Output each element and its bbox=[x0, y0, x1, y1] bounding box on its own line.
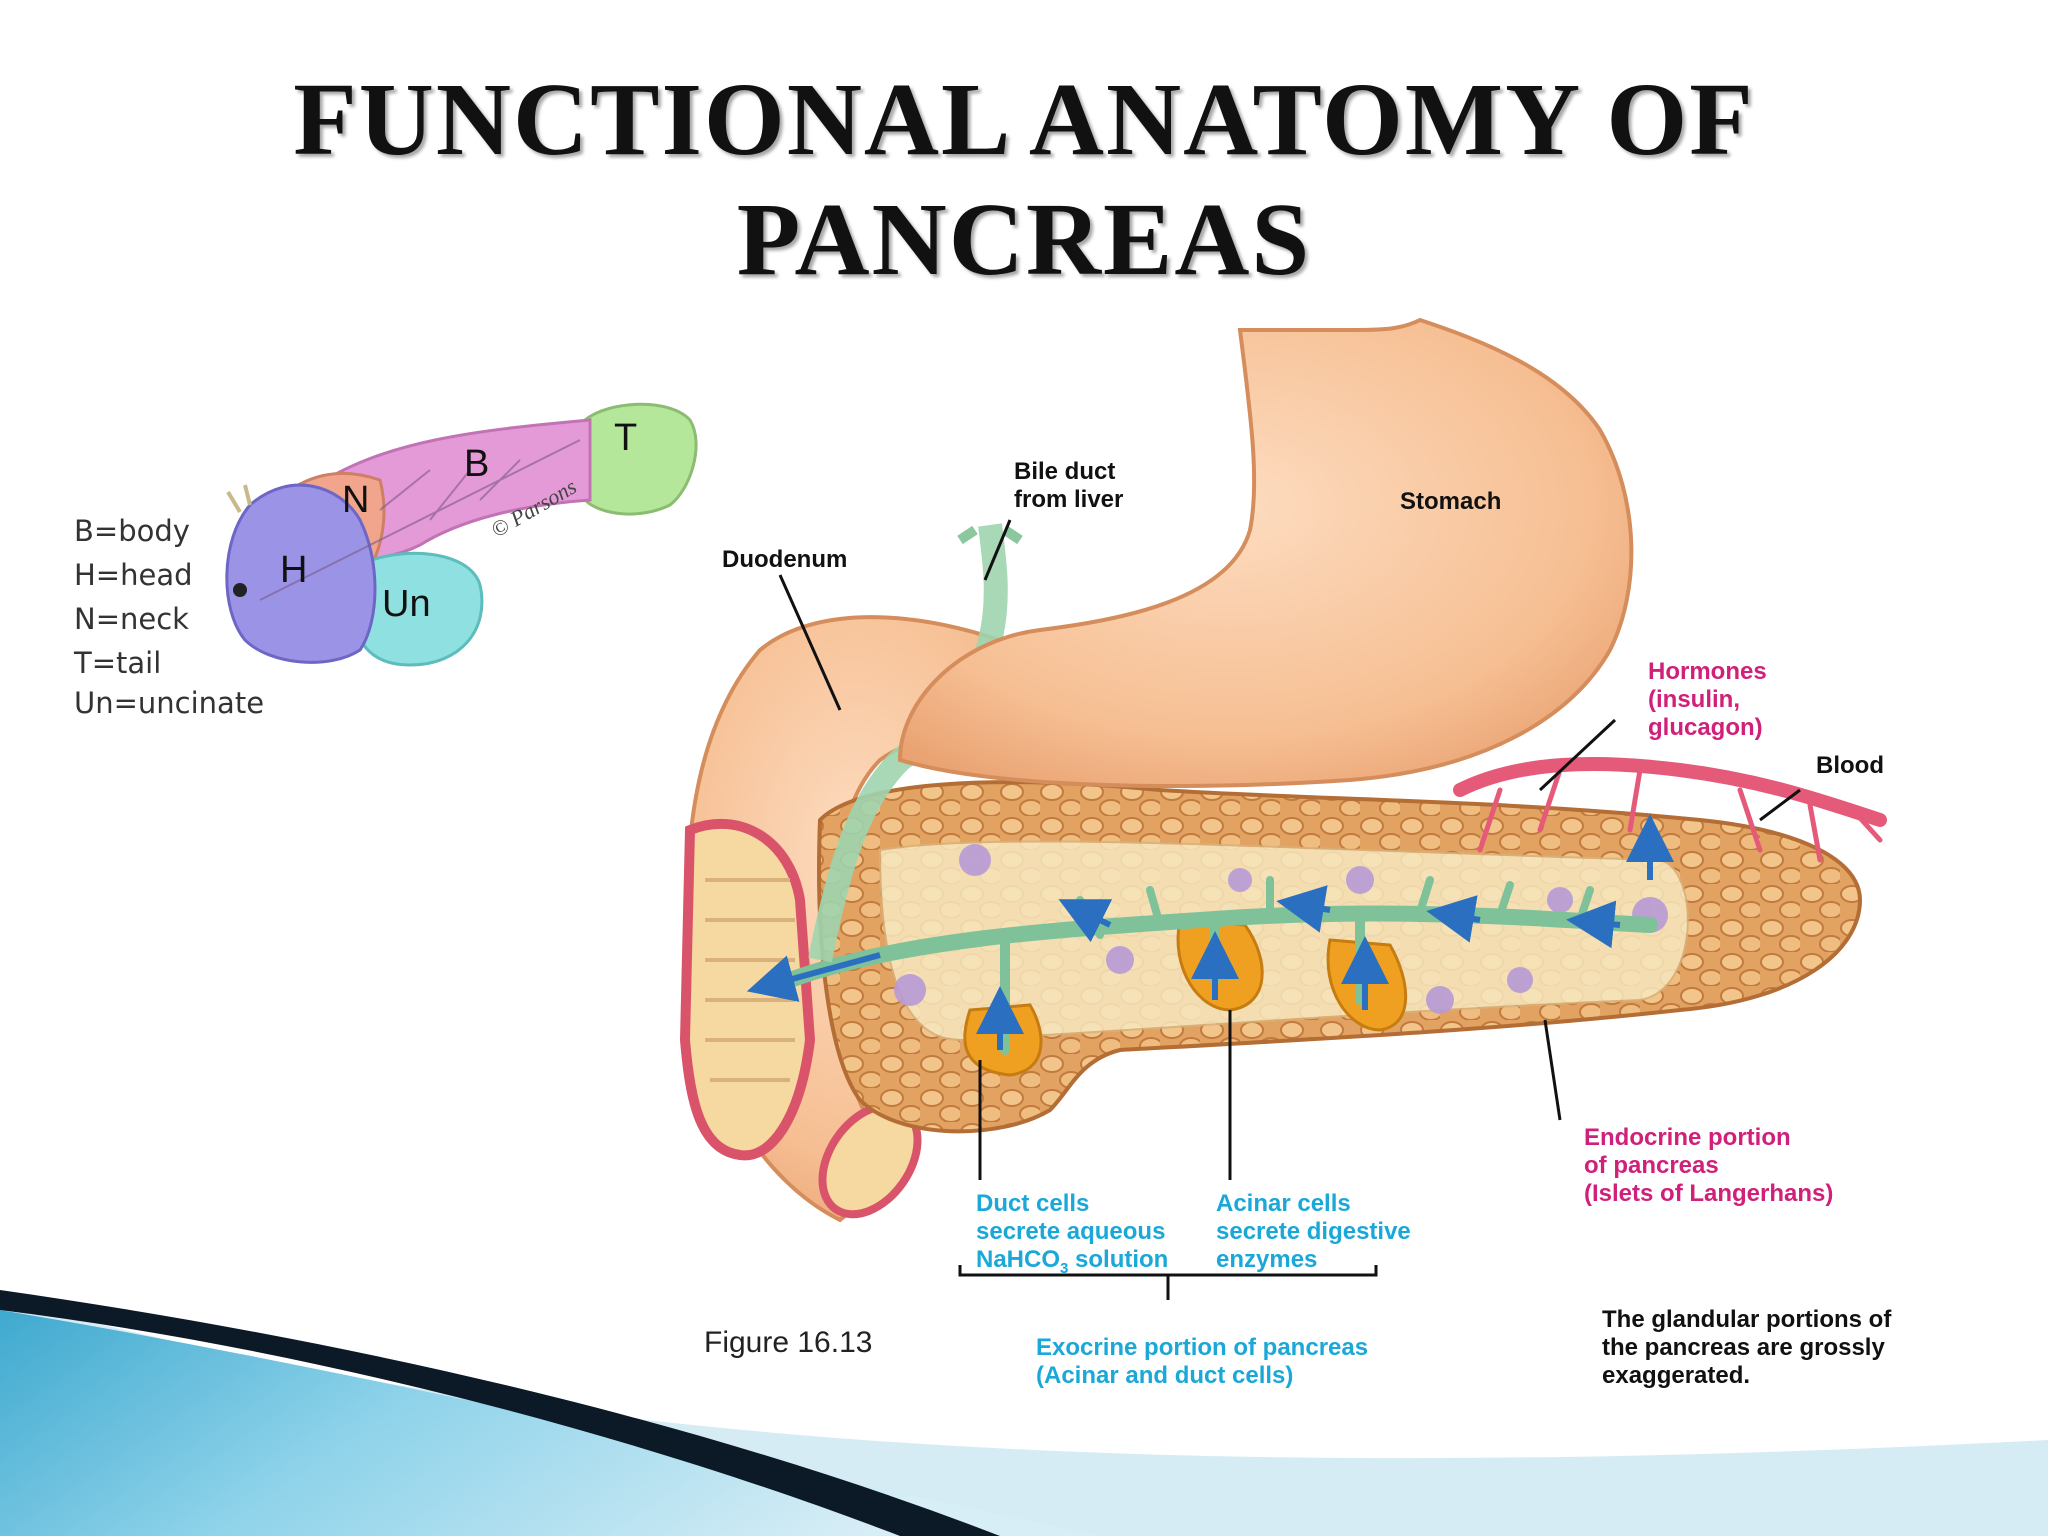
hormones-label-line-3: glucagon) bbox=[1648, 714, 1763, 741]
endocrine-label-line-3: (Islets of Langerhans) bbox=[1584, 1180, 1834, 1207]
duodenum-label: Duodenum bbox=[722, 546, 848, 573]
nahco-text: NaHCO bbox=[976, 1246, 1061, 1273]
acinar-cells-label-line-3: enzymes bbox=[1216, 1246, 1318, 1273]
page-title-line-2: PANCREAS bbox=[736, 182, 1312, 297]
legend-head: H=head bbox=[74, 558, 193, 592]
hormones-label: Hormones (insulin, glucagon) bbox=[1648, 658, 1767, 742]
inset-body-letter: B bbox=[464, 443, 490, 485]
bile-duct-label-line-1: Bile duct bbox=[1014, 458, 1116, 485]
inset-head-letter: H bbox=[280, 549, 308, 591]
nahco-subscript: 3 bbox=[1060, 1259, 1069, 1277]
inset-tail-region bbox=[583, 402, 698, 516]
acinar-cells-label-line-1: Acinar cells bbox=[1216, 1190, 1351, 1217]
page-title-line-1: FUNCTIONAL ANATOMY OF bbox=[293, 62, 1755, 177]
hormones-label-line-2: (insulin, bbox=[1648, 686, 1740, 713]
exocrine-label: Exocrine portion of pancreas (Acinar and… bbox=[1036, 1334, 1368, 1390]
inset-pancreas-diagram bbox=[225, 402, 698, 667]
bottom-swoosh-decoration bbox=[0, 1290, 2048, 1536]
exocrine-label-line-2: (Acinar and duct cells) bbox=[1036, 1362, 1294, 1389]
endocrine-label-line-2: of pancreas bbox=[1584, 1152, 1719, 1179]
duct-cells-label-line-3: NaHCO3 solution bbox=[976, 1246, 1168, 1283]
endocrine-label: Endocrine portion of pancreas (Islets of… bbox=[1584, 1124, 1833, 1208]
duct-cells-label-line-1: Duct cells bbox=[976, 1190, 1090, 1217]
acinar-cells-label: Acinar cells secrete digestive enzymes bbox=[1216, 1190, 1411, 1274]
duct-cells-label-line-2: secrete aqueous bbox=[976, 1218, 1166, 1245]
inset-neck-letter: N bbox=[342, 479, 370, 521]
duct-cells-label: Duct cells secrete aqueous NaHCO3 soluti… bbox=[976, 1190, 1168, 1283]
note-line-1: The glandular portions of bbox=[1602, 1306, 1892, 1333]
note-line-2: the pancreas are grossly bbox=[1602, 1334, 1885, 1361]
exocrine-label-line-1: Exocrine portion of pancreas bbox=[1036, 1334, 1369, 1361]
secretion-flow-arrows bbox=[746, 814, 1674, 1050]
inset-uncinate-letter: Un bbox=[382, 583, 431, 625]
blood-label: Blood bbox=[1816, 752, 1884, 779]
hormones-label-line-1: Hormones bbox=[1648, 658, 1767, 685]
pancreas-interior bbox=[878, 840, 1689, 1042]
bile-duct-label: Bile duct from liver bbox=[1014, 458, 1123, 514]
exaggeration-note: The glandular portions of the pancreas a… bbox=[1602, 1306, 1891, 1390]
legend-neck: N=neck bbox=[74, 602, 189, 636]
bile-duct-label-line-2: from liver bbox=[1014, 486, 1124, 513]
legend-body: B=body bbox=[74, 514, 190, 548]
stomach-label: Stomach bbox=[1400, 488, 1502, 515]
endocrine-label-line-1: Endocrine portion bbox=[1584, 1124, 1791, 1151]
blood-vessels bbox=[1453, 757, 1887, 863]
duodenum-cross-section bbox=[679, 818, 816, 1161]
leader-lines bbox=[778, 519, 1801, 1300]
inset-tail-letter: T bbox=[614, 417, 638, 459]
solution-text: solution bbox=[1068, 1246, 1169, 1273]
stomach bbox=[897, 317, 1634, 788]
inset-head-region bbox=[225, 483, 377, 664]
note-line-3: exaggerated. bbox=[1602, 1362, 1751, 1389]
acinar-cells-label-line-2: secrete digestive bbox=[1216, 1218, 1411, 1245]
legend-tail: T=tail bbox=[74, 646, 162, 680]
legend-uncinate: Un=uncinate bbox=[74, 686, 265, 720]
figure-caption: Figure 16.13 bbox=[704, 1326, 873, 1359]
